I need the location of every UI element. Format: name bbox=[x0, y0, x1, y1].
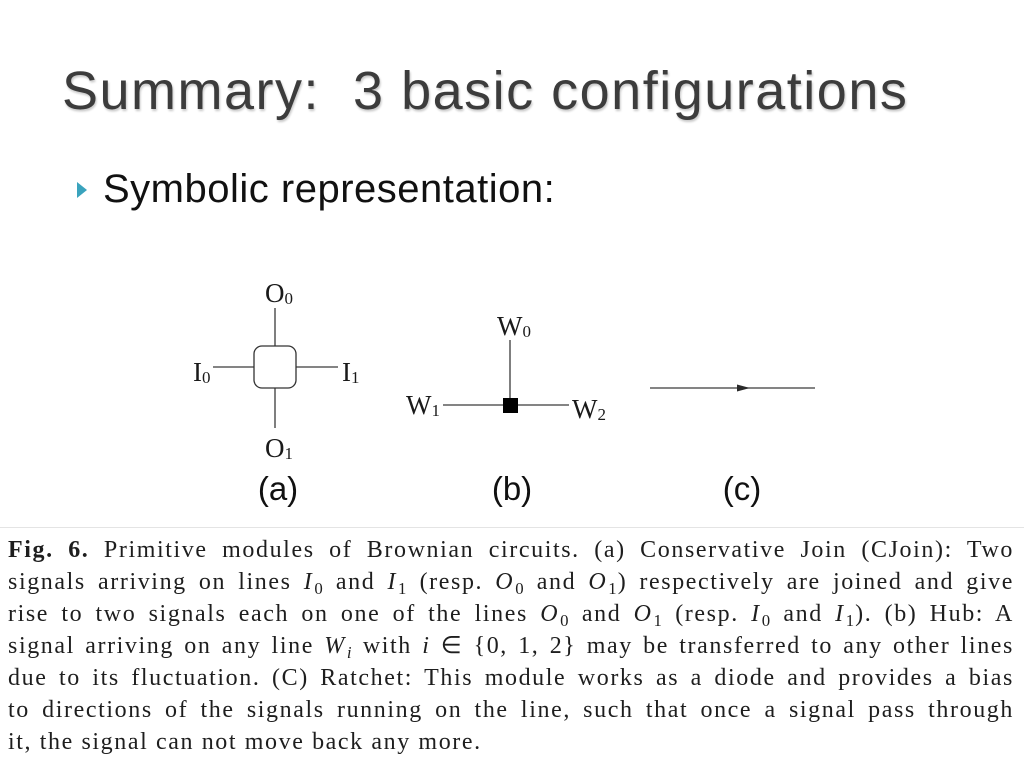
math-subscript: 0 bbox=[560, 610, 569, 630]
hub-label-left: W1 bbox=[406, 390, 440, 420]
caption-text: it, the signal can not move back any mor… bbox=[8, 729, 482, 755]
label-letter: O bbox=[265, 278, 285, 308]
bullet-text: Symbolic representation: bbox=[103, 167, 556, 211]
caption-text: signal arriving on any line bbox=[8, 633, 325, 659]
cjoin-label-top: O0 bbox=[265, 278, 293, 308]
panel-label-b: (b) bbox=[492, 470, 532, 507]
math-symbol: O1 bbox=[633, 601, 662, 630]
math-symbol: I0 bbox=[751, 601, 771, 630]
caption-line: signals arriving on lines I0 and I1 (res… bbox=[8, 566, 1014, 598]
hub-label-top: W0 bbox=[497, 311, 531, 341]
arrowhead-icon bbox=[737, 384, 750, 392]
caption-line: Fig. 6. Primitive modules of Brownian ci… bbox=[8, 534, 1014, 566]
math-symbol: I0 bbox=[303, 569, 323, 598]
module-b-hub: W0 W1 W2 (b) bbox=[406, 311, 606, 507]
math-symbol: i bbox=[422, 633, 431, 659]
caption-label: Fig. 6. bbox=[8, 537, 90, 563]
panel-label-c: (c) bbox=[723, 470, 761, 507]
brownian-modules-figure: O0 O1 I0 I1 (a) W0 W1 W2 (b) (c) bbox=[193, 278, 815, 507]
label-subscript: 1 bbox=[351, 368, 360, 387]
cjoin-label-bottom: O1 bbox=[265, 433, 293, 463]
caption-text: with bbox=[352, 633, 423, 659]
caption-text: and bbox=[323, 569, 388, 595]
hub-node bbox=[503, 398, 518, 413]
hub-label-right: W2 bbox=[572, 394, 606, 424]
math-symbol: O0 bbox=[495, 569, 524, 598]
label-letter: I bbox=[342, 357, 351, 387]
caption-line-text: rise to two signals each on one of the l… bbox=[8, 598, 1014, 632]
math-subscript: i bbox=[346, 642, 352, 662]
caption-text: signals arriving on lines bbox=[8, 569, 304, 595]
caption-text: ) respectively are joined and give bbox=[617, 569, 1014, 595]
math-symbol: O0 bbox=[540, 601, 569, 630]
math-subscript: 1 bbox=[608, 578, 617, 598]
caption-text: and bbox=[569, 601, 634, 627]
slide-title: Summary: 3 basic configurations bbox=[62, 61, 909, 121]
bullet-item: Symbolic representation: bbox=[77, 169, 597, 209]
cjoin-label-right: I1 bbox=[342, 357, 360, 387]
caption-text: (resp. bbox=[407, 569, 496, 595]
module-c-ratchet: (c) bbox=[650, 384, 815, 507]
caption-text: Primitive modules of Brownian circuits. … bbox=[89, 537, 1015, 563]
label-letter: I bbox=[193, 357, 202, 387]
caption-line-text: Fig. 6. Primitive modules of Brownian ci… bbox=[8, 534, 1014, 566]
label-letter: W bbox=[572, 394, 598, 424]
caption-line: to directions of the signals running on … bbox=[8, 694, 1014, 726]
math-subscript: 1 bbox=[845, 610, 855, 630]
caption-text: rise to two signals each on one of the l… bbox=[8, 601, 541, 627]
label-subscript: 1 bbox=[431, 401, 440, 420]
caption-line-text: signals arriving on lines I0 and I1 (res… bbox=[8, 566, 1014, 600]
figure-caption: Fig. 6. Primitive modules of Brownian ci… bbox=[0, 527, 1024, 768]
math-symbol: Wi bbox=[324, 633, 352, 662]
caption-text: and bbox=[524, 569, 589, 595]
caption-body: Fig. 6. Primitive modules of Brownian ci… bbox=[8, 534, 1014, 758]
math-subscript: 0 bbox=[515, 578, 524, 598]
math-subscript: 0 bbox=[761, 610, 771, 630]
caption-text: to directions of the signals running on … bbox=[8, 697, 1014, 723]
caption-text: (resp. bbox=[662, 601, 752, 627]
caption-line-text: it, the signal can not move back any mor… bbox=[8, 726, 482, 758]
math-subscript: 0 bbox=[314, 578, 323, 598]
math-symbol: I1 bbox=[387, 569, 407, 598]
panel-label-a: (a) bbox=[258, 470, 298, 507]
math-symbol: O1 bbox=[588, 569, 617, 598]
label-subscript: 0 bbox=[522, 322, 531, 341]
math-subscript: 1 bbox=[398, 578, 407, 598]
math-subscript: 1 bbox=[653, 610, 662, 630]
caption-line-text: due to its fluctuation. (C) Ratchet: Thi… bbox=[8, 662, 1014, 694]
label-subscript: 0 bbox=[202, 368, 211, 387]
label-letter: W bbox=[406, 390, 432, 420]
caption-line-text: signal arriving on any line Wi with i ∈ … bbox=[8, 630, 1014, 664]
label-subscript: 1 bbox=[285, 444, 294, 463]
caption-text: due to its fluctuation. (C) Ratchet: Thi… bbox=[8, 665, 1014, 691]
label-subscript: 0 bbox=[285, 289, 294, 308]
label-letter: W bbox=[497, 311, 523, 341]
caption-text: ∈ {0, 1, 2} may be transferred to any ot… bbox=[430, 633, 1014, 659]
caption-text: ). (b) Hub: A bbox=[855, 601, 1014, 627]
caption-line: it, the signal can not move back any mor… bbox=[8, 726, 1014, 758]
label-letter: O bbox=[265, 433, 285, 463]
caption-line: rise to two signals each on one of the l… bbox=[8, 598, 1014, 630]
caption-line-text: to directions of the signals running on … bbox=[8, 694, 1014, 726]
math-symbol: I1 bbox=[835, 601, 855, 630]
caption-text: and bbox=[771, 601, 836, 627]
caption-line: signal arriving on any line Wi with i ∈ … bbox=[8, 630, 1014, 662]
cjoin-label-left: I0 bbox=[193, 357, 211, 387]
module-a-cjoin: O0 O1 I0 I1 (a) bbox=[193, 278, 360, 507]
label-subscript: 2 bbox=[597, 405, 606, 424]
triangle-right-icon bbox=[77, 182, 88, 198]
caption-line: due to its fluctuation. (C) Ratchet: Thi… bbox=[8, 662, 1014, 694]
cjoin-node bbox=[253, 345, 297, 389]
